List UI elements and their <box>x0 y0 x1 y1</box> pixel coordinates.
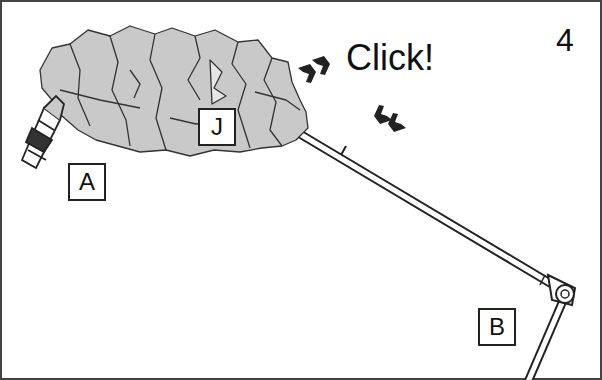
callout-box: B <box>478 308 516 346</box>
callout-box: J <box>198 108 236 146</box>
step-number: 4 <box>556 24 574 56</box>
lower-pole <box>528 296 565 380</box>
hinge-joint <box>548 275 575 305</box>
canopy-fabric <box>40 26 308 156</box>
clamp-fitting <box>22 96 64 168</box>
part-letter: A <box>79 170 95 194</box>
click-sound-text: Click! <box>346 40 434 76</box>
part-letter: B <box>489 315 505 339</box>
callout-box: A <box>68 163 106 201</box>
part-letter: J <box>211 115 223 139</box>
upper-pole <box>300 134 565 292</box>
